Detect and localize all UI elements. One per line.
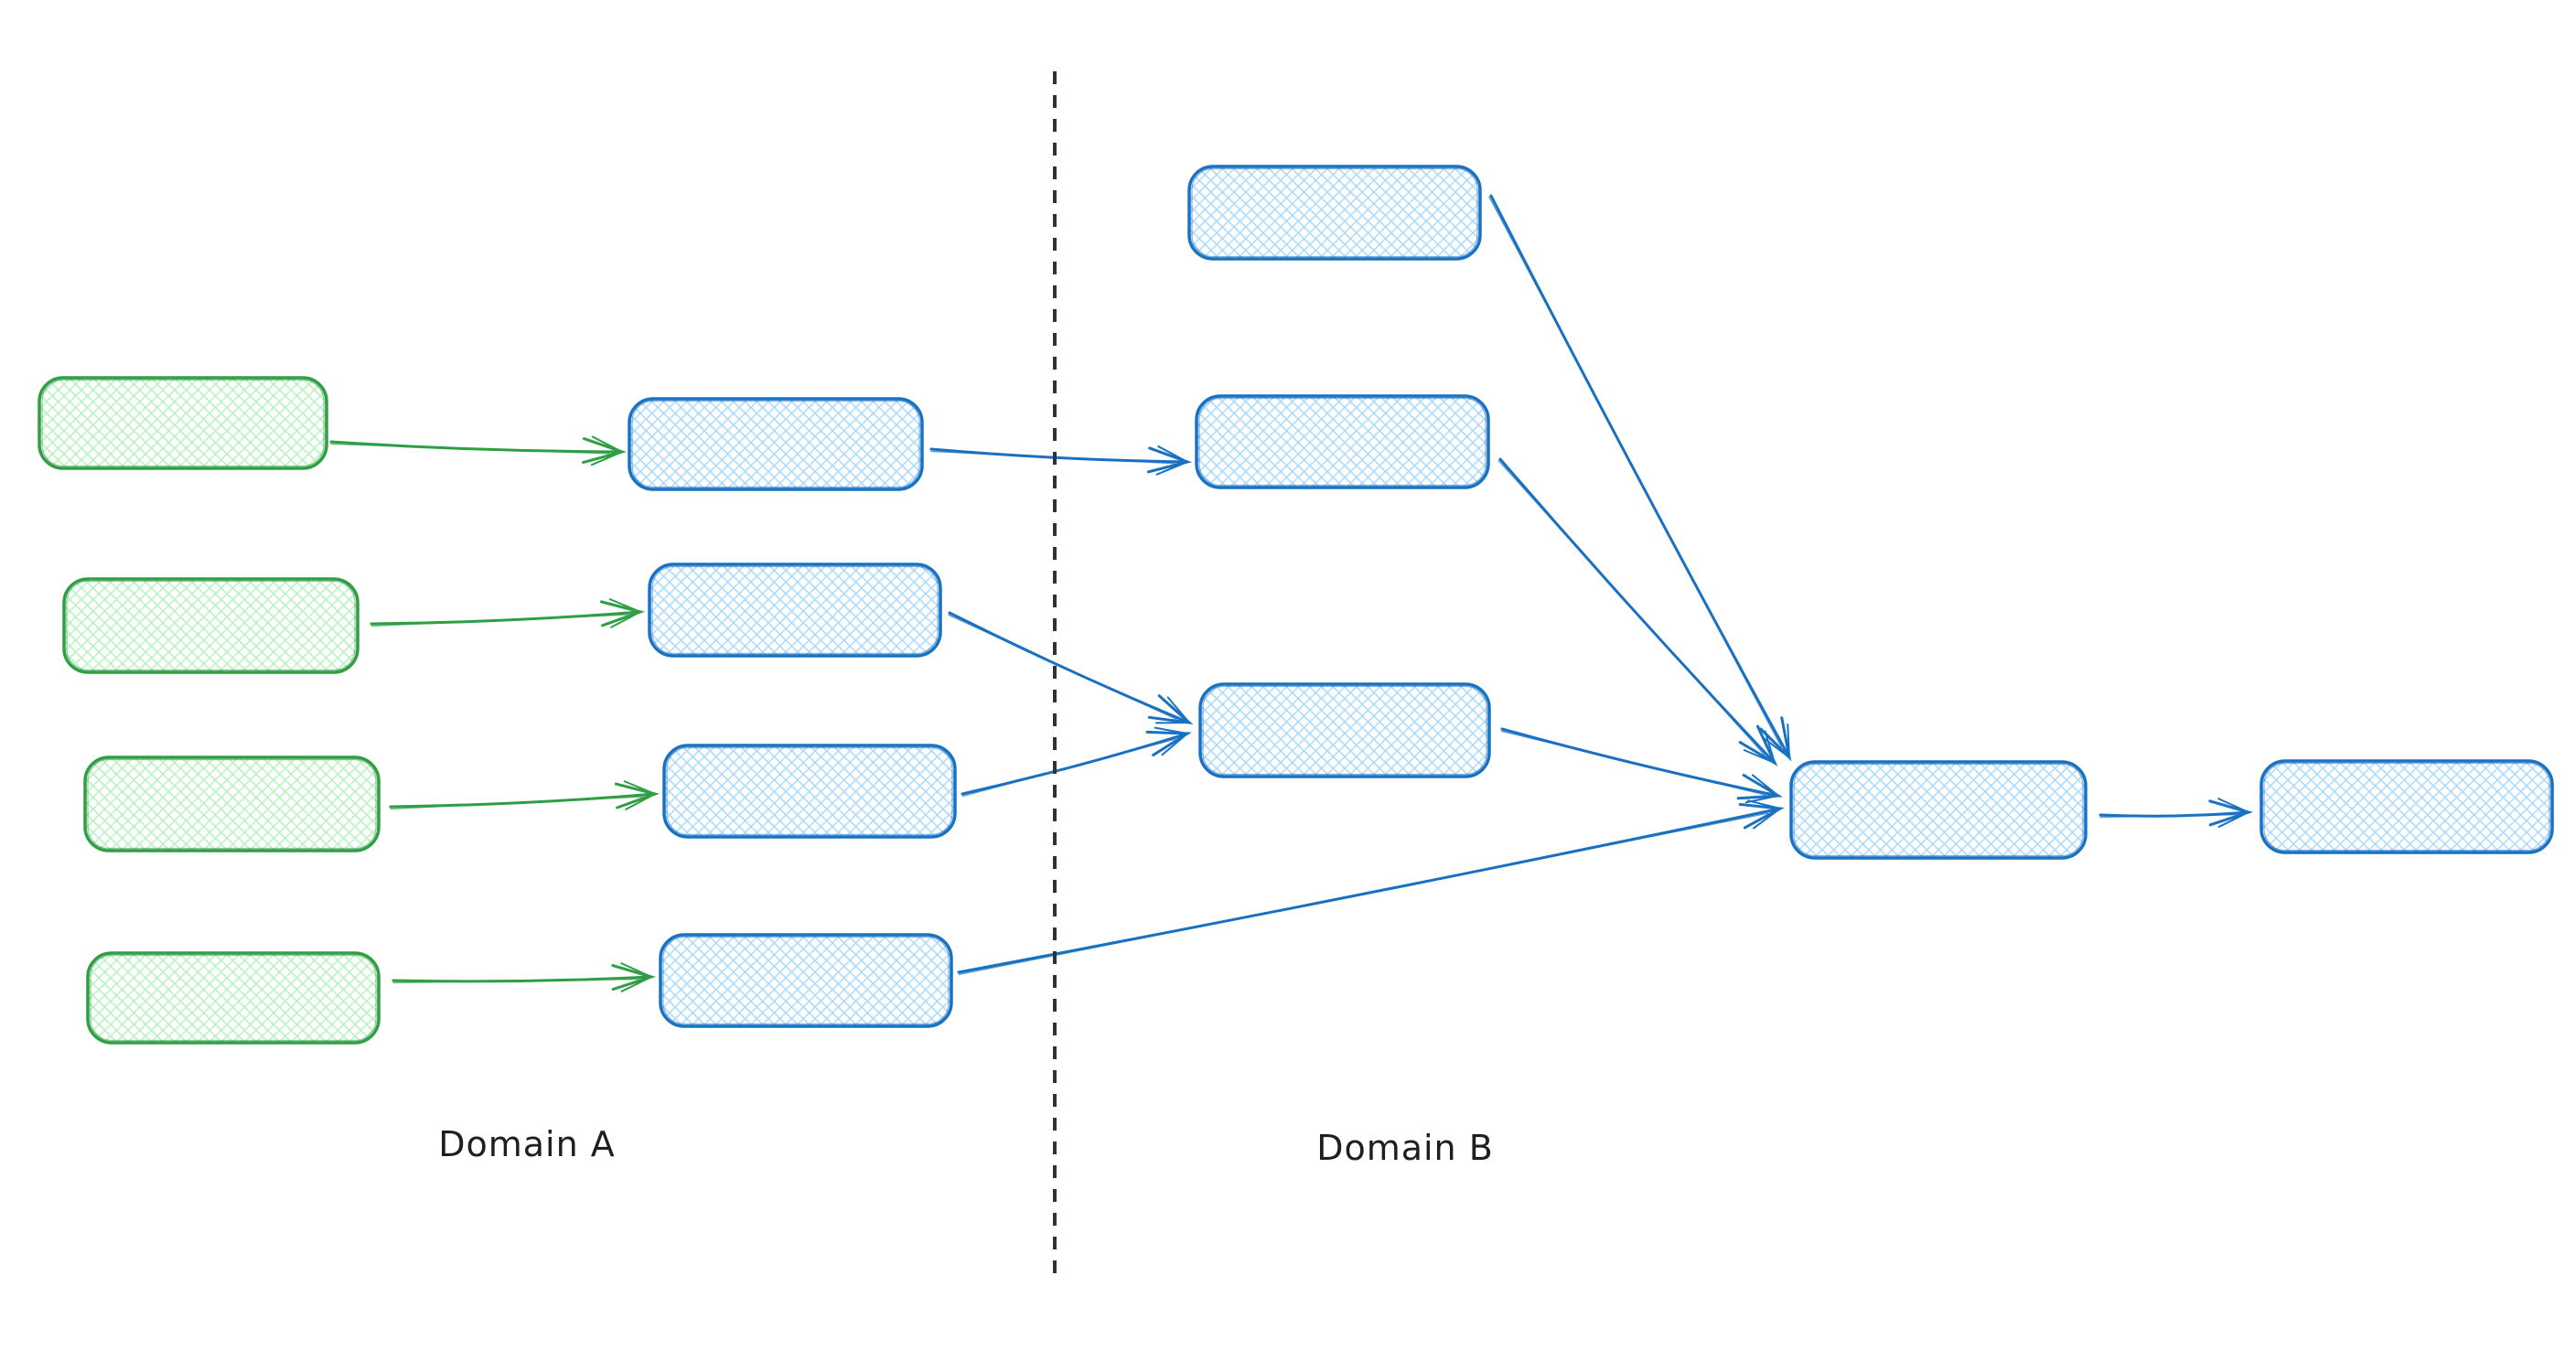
arrow-blue-b-1-to-merge xyxy=(1488,194,1792,762)
arrow-blue-a-1-to-blue-b-2 xyxy=(929,445,1193,476)
edges-layer xyxy=(329,194,2254,992)
node-blue-a-4 xyxy=(659,933,953,1028)
node-green-2 xyxy=(62,577,360,674)
node-green-1 xyxy=(38,376,328,470)
node-blue-a-2 xyxy=(648,563,942,658)
node-green-4 xyxy=(86,951,381,1045)
arrow-green-4-to-blue-a-4 xyxy=(392,962,657,992)
node-blue-b-merge xyxy=(1789,760,2088,860)
arrow-blue-b-2-to-merge xyxy=(1497,457,1778,766)
arrow-green-2-to-blue-a-2 xyxy=(370,598,646,628)
arrow-green-1-to-blue-a-1 xyxy=(329,435,628,466)
domain-a-label: Domain A xyxy=(438,1124,616,1164)
node-blue-b-3 xyxy=(1198,682,1491,778)
node-green-3 xyxy=(83,756,381,852)
arrow-merge-to-final xyxy=(2098,798,2254,828)
annotations-layer: Domain A Domain B xyxy=(438,71,1494,1281)
arrow-blue-a-2-to-blue-b-3 xyxy=(948,611,1194,725)
arrow-blue-b-3-to-merge xyxy=(1500,727,1783,804)
arrow-blue-a-4-to-merge xyxy=(957,799,1785,976)
nodes-layer xyxy=(38,165,2554,1045)
node-blue-b-final xyxy=(2259,759,2554,854)
domain-b-label: Domain B xyxy=(1316,1128,1494,1168)
node-blue-a-3 xyxy=(662,744,957,839)
node-blue-b-1 xyxy=(1187,165,1482,261)
arrow-green-3-to-blue-a-3 xyxy=(389,780,660,810)
node-blue-a-1 xyxy=(628,397,924,491)
node-blue-b-2 xyxy=(1195,394,1490,489)
arrow-blue-a-3-to-blue-b-3 xyxy=(961,726,1192,798)
